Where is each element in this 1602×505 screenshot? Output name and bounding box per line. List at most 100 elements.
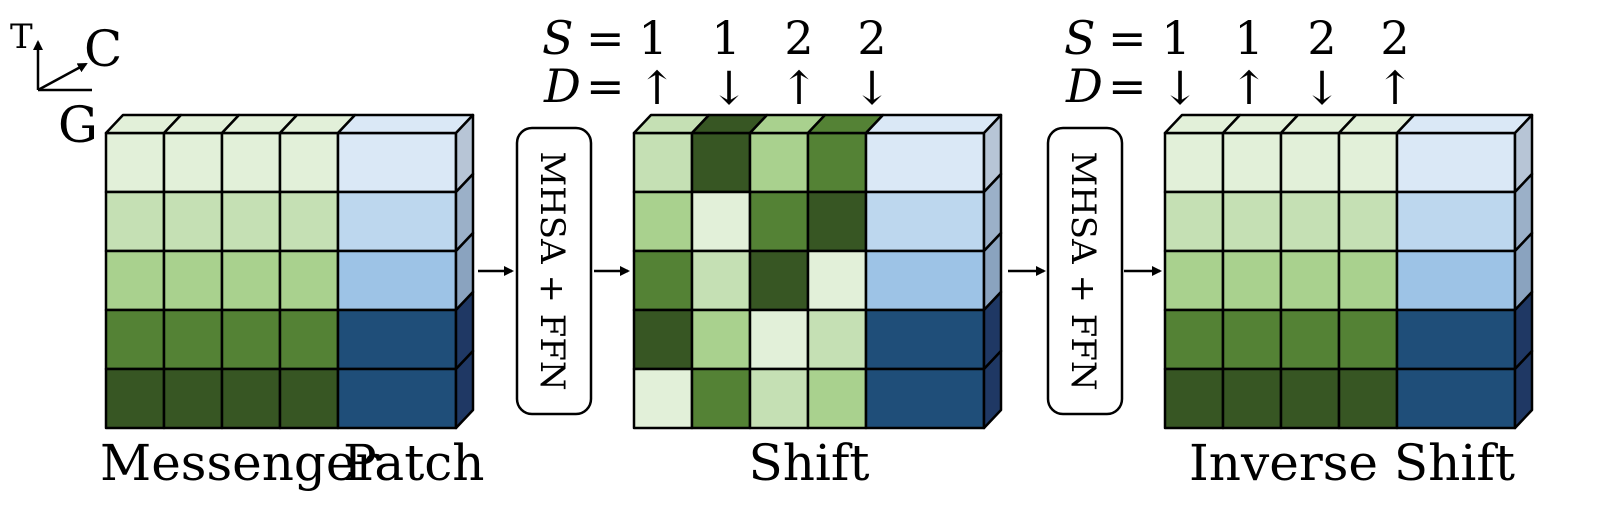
d-value-2-3: ↓: [1303, 61, 1342, 115]
blue-cell: [864, 190, 986, 253]
messenger-patch-block: [104, 113, 475, 430]
green-cell: [1221, 190, 1283, 253]
green-cell: [1279, 308, 1341, 371]
blue-cell: [864, 249, 986, 312]
top-blue-cell: [336, 113, 475, 135]
green-cell: [1337, 131, 1399, 194]
green-cell: [1163, 190, 1225, 253]
d-value-1-4: ↓: [853, 61, 892, 115]
green-cell: [806, 249, 868, 312]
green-cell: [1337, 249, 1399, 312]
green-cell: [104, 249, 166, 312]
messenger-label: Messenger: [100, 434, 379, 492]
blue-cell: [864, 131, 986, 194]
green-cell: [806, 308, 868, 371]
green-cell: [690, 190, 752, 253]
d-eq-2: =: [1108, 59, 1147, 113]
green-cell: [220, 190, 282, 253]
s-value-1-1: 1: [638, 11, 667, 65]
green-cell: [1221, 367, 1283, 430]
s-eq-1: =: [586, 11, 625, 65]
green-cell: [690, 131, 752, 194]
top-blue-cell: [1395, 113, 1534, 135]
shift-block: [632, 113, 1003, 430]
d-value-2-4: ↑: [1376, 61, 1415, 115]
g-axis-label: G: [58, 96, 98, 154]
green-cell: [104, 131, 166, 194]
blue-cell: [1395, 190, 1517, 253]
blue-cell: [864, 367, 986, 430]
s-value-1-3: 2: [784, 11, 813, 65]
green-cell: [632, 131, 694, 194]
shift-label: Shift: [748, 434, 869, 492]
green-cell: [690, 249, 752, 312]
side-cell: [1513, 349, 1534, 430]
blue-cell: [1395, 131, 1517, 194]
s-value-2-2: 1: [1234, 11, 1263, 65]
green-cell: [278, 308, 340, 371]
green-cell: [162, 308, 224, 371]
green-cell: [806, 367, 868, 430]
green-cell: [1279, 367, 1341, 430]
c-axis-label: C: [84, 20, 122, 78]
green-cell: [104, 190, 166, 253]
shift-params-2: S = 1 1 2 2 D = ↓ ↑ ↓ ↑: [1064, 11, 1414, 115]
d-value-1-2: ↓: [710, 61, 749, 115]
blue-cell: [1395, 249, 1517, 312]
s-value-1-2: 1: [711, 11, 740, 65]
green-cell: [1221, 249, 1283, 312]
blue-cell: [336, 131, 458, 194]
blue-cell: [336, 249, 458, 312]
s-eq-2: =: [1108, 11, 1147, 65]
d-eq-1: =: [586, 59, 625, 113]
operator-2-text: MHSA + FFN: [1063, 151, 1103, 390]
green-cell: [162, 367, 224, 430]
green-cell: [632, 367, 694, 430]
inverse-shift-label: Inverse Shift: [1189, 434, 1515, 492]
green-cell: [162, 190, 224, 253]
green-cell: [1337, 308, 1399, 371]
blue-cell: [336, 190, 458, 253]
green-cell: [806, 131, 868, 194]
axis-indicator: T C G: [10, 17, 122, 154]
s-symbol-2: S: [1064, 11, 1096, 65]
d-value-2-1: ↓: [1161, 61, 1200, 115]
blue-cell: [864, 308, 986, 371]
green-cell: [806, 190, 868, 253]
green-cell: [1163, 308, 1225, 371]
green-cell: [748, 131, 810, 194]
green-cell: [220, 367, 282, 430]
green-cell: [1279, 249, 1341, 312]
green-cell: [690, 308, 752, 371]
green-cell: [278, 249, 340, 312]
green-cell: [104, 367, 166, 430]
blue-cell: [336, 308, 458, 371]
green-cell: [220, 131, 282, 194]
operator-box-1: MHSA + FFN: [515, 126, 593, 416]
green-cell: [1337, 367, 1399, 430]
s-value-1-4: 2: [857, 11, 886, 65]
s-value-2-4: 2: [1380, 11, 1409, 65]
green-cell: [1221, 131, 1283, 194]
green-cell: [104, 308, 166, 371]
d-value-2-2: ↑: [1230, 61, 1269, 115]
green-cell: [162, 131, 224, 194]
patch-label: Patch: [343, 434, 485, 492]
s-symbol-1: S: [542, 11, 574, 65]
s-value-2-3: 2: [1307, 11, 1336, 65]
green-cell: [278, 131, 340, 194]
top-blue-cell: [864, 113, 1003, 135]
green-cell: [748, 249, 810, 312]
side-cell: [982, 349, 1003, 430]
inverse-shift-block: [1163, 113, 1534, 430]
blue-cell: [336, 367, 458, 430]
d-value-1-1: ↑: [638, 61, 677, 115]
d-value-1-3: ↑: [780, 61, 819, 115]
green-cell: [748, 367, 810, 430]
green-cell: [1221, 308, 1283, 371]
t-axis-label: T: [10, 17, 33, 57]
green-cell: [748, 308, 810, 371]
d-symbol-1: D: [543, 59, 581, 113]
green-cell: [1279, 131, 1341, 194]
